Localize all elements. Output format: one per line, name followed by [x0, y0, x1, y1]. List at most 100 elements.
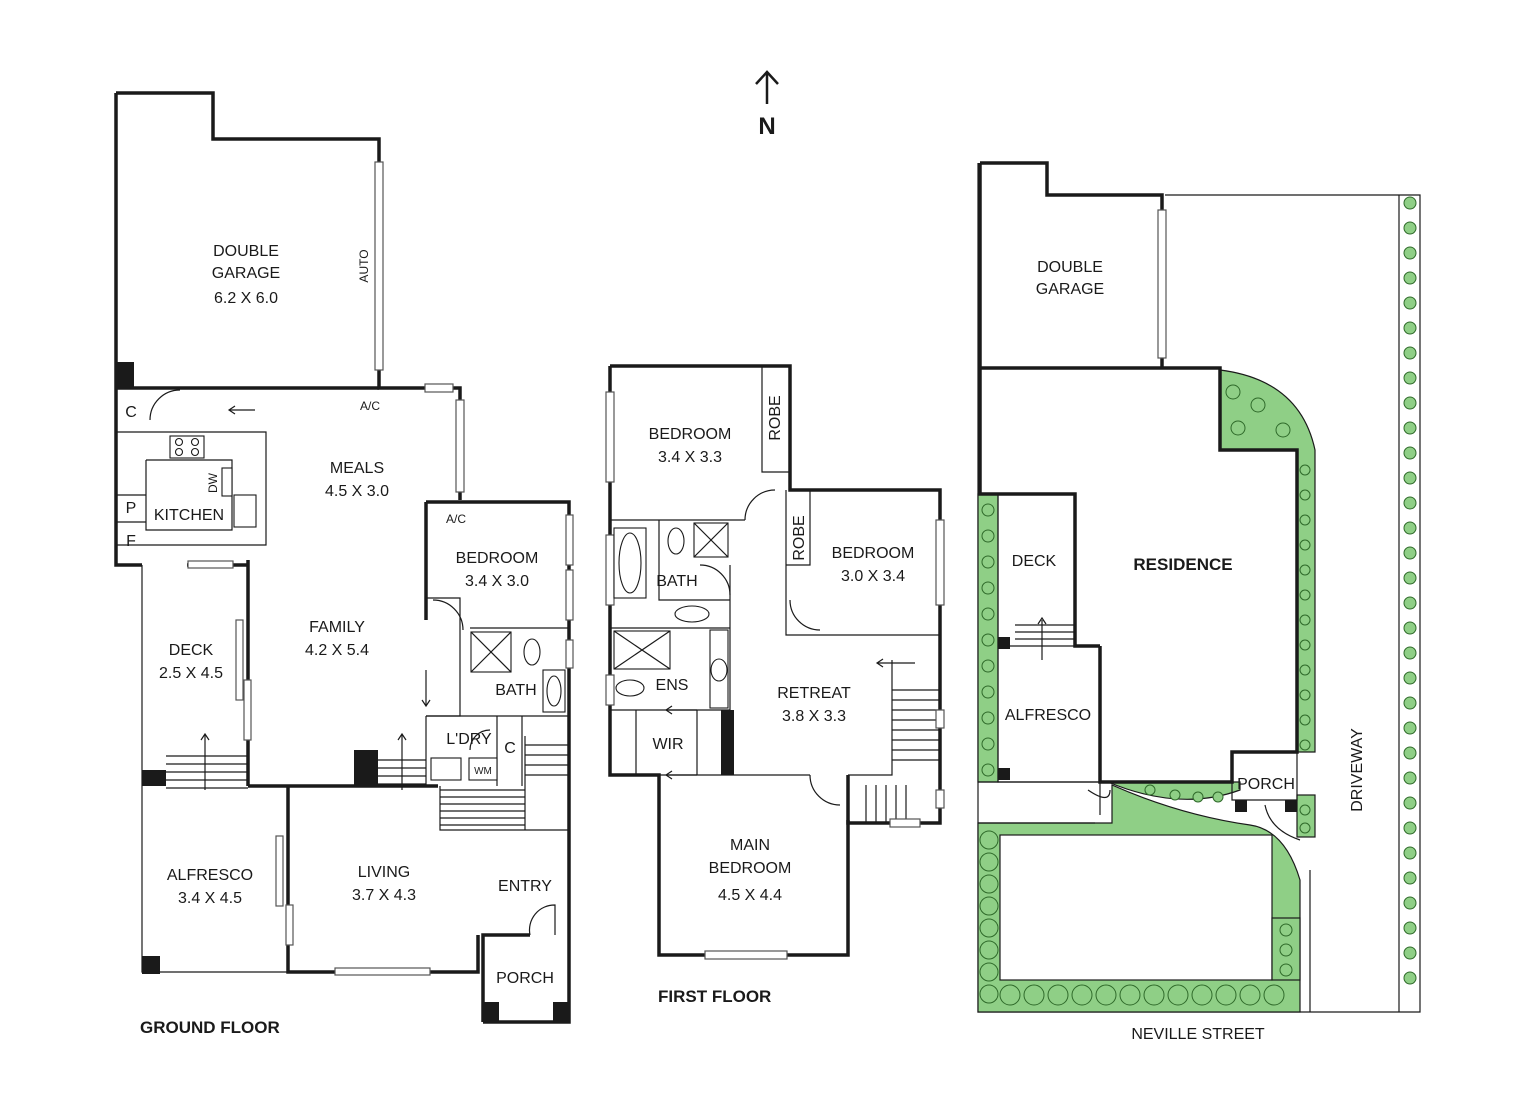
shrub-icon — [1403, 821, 1417, 835]
deck-label: DECK — [169, 642, 214, 659]
shrub-icon — [1403, 871, 1417, 885]
site-plan: DOUBLE GARAGE DECK RESIDENCE ALFRESCO PO… — [977, 161, 1421, 1043]
shrub-icon — [1403, 371, 1417, 385]
family-label: FAMILY — [309, 619, 365, 636]
cupboard-label: C — [125, 404, 137, 421]
first-door-swings — [699, 489, 841, 806]
shrub-icon — [1403, 896, 1417, 910]
bath-label: BATH — [495, 682, 536, 699]
shrub-icon — [979, 984, 999, 1004]
shrub-icon — [1403, 796, 1417, 810]
shrub-icon — [981, 737, 995, 751]
north-label: N — [758, 113, 775, 140]
shrub-icon — [979, 918, 999, 938]
shrub-icon — [981, 685, 995, 699]
shrub-icon — [1250, 397, 1266, 413]
meals-dims: 4.5 X 3.0 — [325, 483, 389, 500]
site-residence-label: RESIDENCE — [1133, 555, 1232, 574]
shrub-icon — [1144, 784, 1156, 796]
ff-wir-label: WIR — [652, 736, 683, 753]
first-floor-title: FIRST FLOOR — [658, 987, 771, 1006]
shrub-icon — [1403, 746, 1417, 760]
first-floor-plan: BEDROOM 3.4 X 3.3 ROBE BEDROOM 3.0 X 3.4… — [605, 364, 945, 1006]
shrub-icon — [1403, 671, 1417, 685]
shrub-icon — [1403, 846, 1417, 860]
shrub-icon — [1403, 271, 1417, 285]
north-compass: N — [755, 70, 779, 140]
first-arrows — [664, 658, 915, 780]
shrub-icon — [1403, 321, 1417, 335]
shrub-icon — [1279, 923, 1293, 937]
shrub-icon — [1215, 984, 1237, 1006]
shrub-icon — [1403, 571, 1417, 585]
deck-dims: 2.5 X 4.5 — [159, 665, 223, 682]
shrub-icon — [1143, 984, 1165, 1006]
alfresco-label: ALFRESCO — [167, 867, 253, 884]
shrub-icon — [1403, 346, 1417, 360]
ff-main-label-1: MAIN — [730, 837, 770, 854]
shrub-icon — [1239, 984, 1261, 1006]
site-alfresco-label: ALFRESCO — [1005, 707, 1091, 724]
shrub-icon — [1403, 421, 1417, 435]
shrub-icon — [981, 607, 995, 621]
ff-robe2-label: ROBE — [791, 515, 808, 560]
meals-label: MEALS — [330, 460, 384, 477]
shrub-icon — [1299, 822, 1311, 834]
shrub-icon — [1192, 791, 1204, 803]
ground-windows — [187, 161, 574, 976]
family-dims: 4.2 X 5.4 — [305, 642, 369, 659]
shrub-icon — [1299, 539, 1311, 551]
ff-robe1-label: ROBE — [767, 395, 784, 440]
site-shrubs — [979, 196, 1417, 1006]
laundry-cupboard-label: C — [504, 740, 516, 757]
shrub-icon — [1225, 384, 1241, 400]
shrub-icon — [1299, 589, 1311, 601]
shrub-icon — [1299, 804, 1311, 816]
shrub-icon — [1279, 943, 1293, 957]
garage-label-2: GARAGE — [212, 265, 280, 282]
shrub-icon — [1263, 984, 1285, 1006]
shrub-icon — [1403, 721, 1417, 735]
shrub-icon — [1403, 771, 1417, 785]
shrub-icon — [1403, 396, 1417, 410]
shrub-icon — [1299, 639, 1311, 651]
kitchen-label: KITCHEN — [154, 507, 224, 524]
ff-main-label-2: BEDROOM — [709, 860, 792, 877]
porch-label: PORCH — [496, 970, 554, 987]
dw-label: DW — [206, 472, 220, 493]
shrub-icon — [981, 659, 995, 673]
garage-door-label: AUTO — [357, 249, 371, 282]
shrub-icon — [979, 962, 999, 982]
shrub-icon — [1403, 296, 1417, 310]
shrub-icon — [979, 830, 999, 850]
first-stairs — [865, 689, 940, 823]
ff-main-dims: 4.5 X 4.4 — [718, 887, 782, 904]
north-lawn — [1219, 369, 1316, 753]
shrub-icon — [1299, 614, 1311, 626]
ff-ens-label: ENS — [656, 677, 689, 694]
shrub-icon — [1299, 514, 1311, 526]
ff-retreat-label: RETREAT — [777, 685, 851, 702]
shrub-icon — [1403, 496, 1417, 510]
shrub-icon — [1299, 714, 1311, 726]
bedroom-dims: 3.4 X 3.0 — [465, 573, 529, 590]
ff-bedroom1-label: BEDROOM — [649, 426, 732, 443]
shrub-icon — [1299, 489, 1311, 501]
living-label: LIVING — [358, 864, 410, 881]
kitchen-fixtures — [169, 435, 257, 528]
laundry-label: L'DRY — [446, 731, 492, 748]
shrub-icon — [1403, 921, 1417, 935]
ground-bath-fixtures — [430, 631, 566, 781]
ground-door-swings — [149, 389, 556, 936]
ac-label-2: A/C — [446, 512, 466, 526]
shrub-icon — [1403, 946, 1417, 960]
shrub-icon — [1403, 546, 1417, 560]
shrub-icon — [1212, 791, 1224, 803]
shrub-icon — [1403, 646, 1417, 660]
first-bath-fixtures — [613, 522, 729, 709]
entry-label: ENTRY — [498, 878, 552, 895]
shrub-icon — [1299, 564, 1311, 576]
shrub-icon — [1119, 984, 1141, 1006]
shrub-icon — [1095, 984, 1117, 1006]
